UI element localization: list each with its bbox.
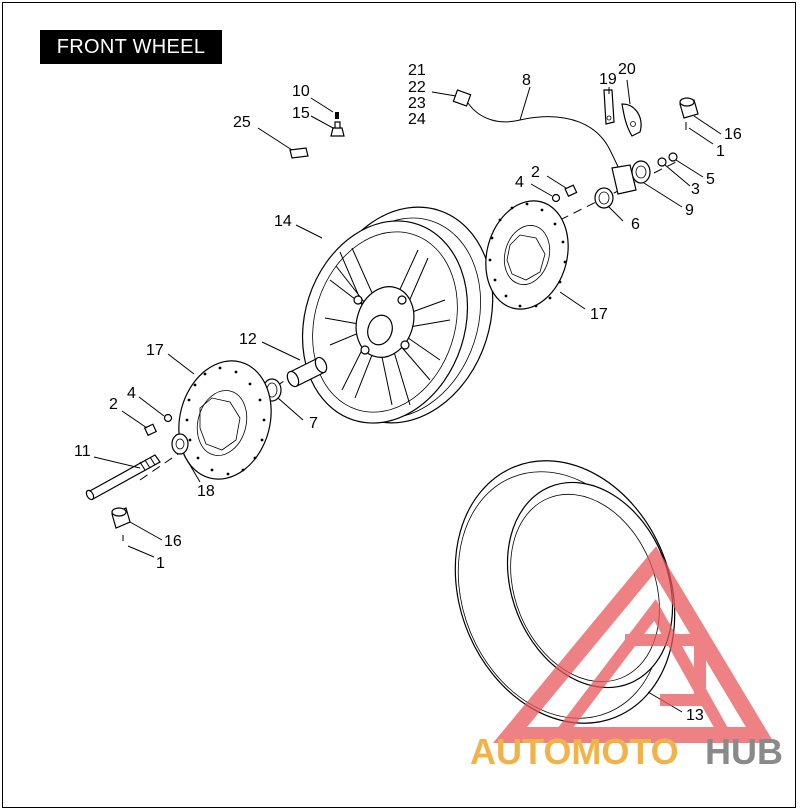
callout-24: 24 [408, 111, 426, 128]
callout-6: 6 [631, 216, 640, 233]
diagram-title: FRONT WHEEL [40, 30, 222, 64]
washer-right [551, 193, 561, 203]
wheel-bearing-right [594, 187, 614, 209]
axle-cap-left [111, 507, 131, 541]
axle-cap-right [679, 97, 699, 130]
callout-19: 19 [599, 71, 617, 88]
spacer-washer [657, 157, 667, 167]
callout-2-left: 2 [109, 396, 118, 413]
balance-weight [289, 147, 309, 159]
callout-20: 20 [618, 61, 636, 78]
callout-2-right: 2 [531, 164, 540, 181]
brake-rotor-left [178, 360, 272, 480]
valve-stem [330, 121, 345, 137]
callout-15: 15 [292, 105, 310, 122]
callout-25: 25 [233, 114, 251, 131]
callout-4-right: 4 [515, 174, 524, 191]
sensor-bracket [603, 89, 615, 125]
callout-3: 3 [691, 181, 700, 198]
leader-lines [93, 79, 722, 713]
callout-21: 21 [408, 62, 426, 79]
valve-stem-cap [335, 112, 339, 119]
front-tire [454, 460, 676, 724]
callout-23: 23 [408, 95, 426, 112]
callout-labels: 21 22 23 24 8 19 20 10 15 25 16 1 5 3 9 … [74, 61, 742, 724]
cast-wheel [301, 206, 494, 424]
callout-22: 22 [408, 79, 426, 96]
callout-1-left: 1 [156, 555, 165, 572]
callout-18: 18 [197, 483, 215, 500]
callout-4-left: 4 [127, 385, 136, 402]
sensor-clip [621, 103, 642, 137]
axle-spacer-left [171, 433, 189, 455]
callout-13: 13 [686, 707, 704, 724]
callout-14: 14 [274, 213, 292, 230]
callout-17-left: 17 [146, 342, 164, 359]
axle-spacer [286, 356, 328, 388]
callout-11: 11 [74, 443, 91, 460]
brake-rotor-right [485, 200, 569, 310]
callout-1-right: 1 [716, 143, 725, 160]
callout-5: 5 [706, 171, 715, 188]
rotor-screw-left [143, 423, 158, 437]
axle-nut [668, 152, 678, 162]
callout-12: 12 [239, 331, 257, 348]
speed-sensor-ring [631, 160, 651, 184]
callout-16-left: 16 [164, 533, 182, 550]
front-axle [85, 454, 161, 501]
callout-7: 7 [309, 415, 318, 432]
callout-8: 8 [522, 72, 531, 89]
rotor-screw-right [564, 184, 578, 198]
callout-17-right: 17 [590, 306, 608, 323]
callout-10: 10 [292, 83, 310, 100]
callout-9: 9 [685, 202, 694, 219]
callout-16-right: 16 [724, 126, 742, 143]
washer-left [163, 413, 173, 423]
